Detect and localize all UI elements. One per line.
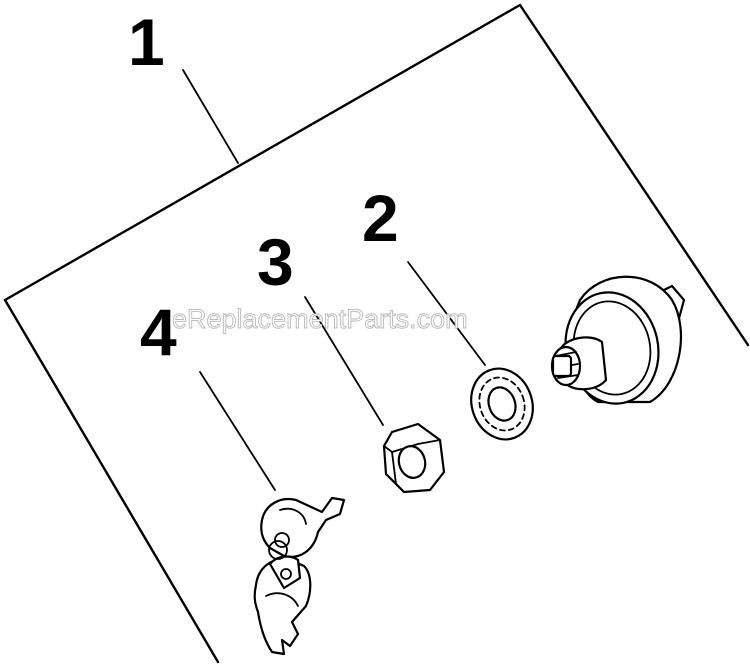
callout-4: 4 <box>140 295 177 369</box>
leader-line-1 <box>182 69 239 164</box>
leader-line-2 <box>407 261 486 366</box>
leader-lines <box>182 69 486 491</box>
leader-line-3 <box>304 296 384 426</box>
assembly-bracket <box>3 3 750 664</box>
hex-nut-icon <box>382 422 446 494</box>
callout-3: 3 <box>257 225 294 299</box>
bracket-left-line <box>3 298 220 664</box>
leader-line-4 <box>199 371 276 491</box>
watermark-text: eReplacementParts.com <box>172 304 468 334</box>
ignition-switch-icon <box>550 275 686 405</box>
bracket-top-line <box>3 3 750 347</box>
lock-washer-icon <box>470 367 534 441</box>
callout-1: 1 <box>128 5 165 79</box>
callout-2: 2 <box>362 181 399 255</box>
keys-icon <box>253 496 346 656</box>
